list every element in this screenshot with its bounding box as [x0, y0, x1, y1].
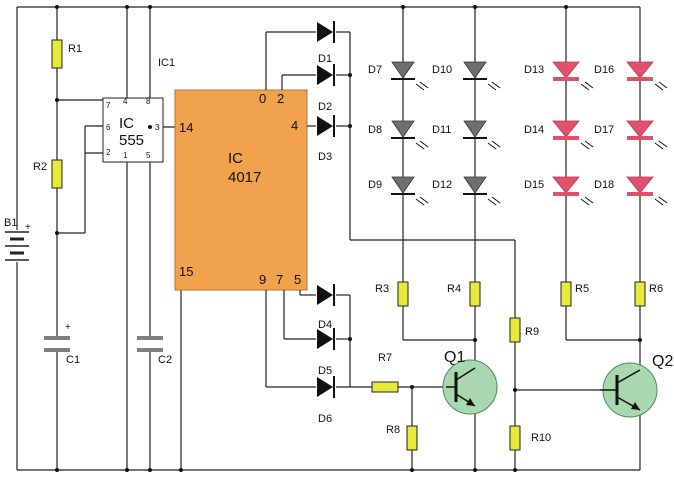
- r10-label: R10: [531, 432, 551, 444]
- resistor-r1: R1: [51, 39, 82, 69]
- ic555-pin8: 8: [146, 97, 151, 106]
- ic4017-pin7: 7: [276, 272, 283, 287]
- diode-d3: [317, 115, 335, 137]
- resistor-r10: R10: [509, 425, 551, 451]
- ic4017-pin14: 14: [179, 120, 193, 135]
- ic4017-title-line2: 4017: [228, 169, 261, 186]
- d8-label: D8: [368, 124, 382, 136]
- ic555-pin1: 1: [123, 151, 128, 160]
- led-d9: [391, 176, 429, 206]
- d9-label: D9: [368, 179, 382, 191]
- led-d18: [626, 176, 668, 206]
- capacitor-c2: C2: [137, 336, 172, 366]
- ic555-pin3: 3: [155, 123, 160, 132]
- d2-label: D2: [318, 101, 332, 113]
- diode-d4: [317, 284, 335, 306]
- transistor-q2: Q2: [600, 353, 673, 418]
- ic1-label: IC1: [158, 57, 175, 69]
- diode-wiring: [265, 31, 600, 470]
- r1-label: R1: [68, 43, 82, 55]
- transistor-q1: Q1: [442, 349, 498, 415]
- d18-label: D18: [594, 179, 614, 191]
- d6-label: D6: [318, 413, 332, 425]
- led-d10: [463, 61, 501, 91]
- d13-label: D13: [524, 64, 544, 76]
- resistor-r3: R3: [375, 281, 409, 307]
- ic4017-pin15: 15: [179, 264, 193, 279]
- battery-plus-sign: +: [25, 222, 31, 233]
- led-d17: [626, 120, 668, 150]
- r5-label: R5: [575, 283, 589, 295]
- diode-d1: [317, 21, 335, 43]
- r3-label: R3: [375, 283, 389, 295]
- d10-label: D10: [432, 64, 452, 76]
- r6-label: R6: [649, 283, 663, 295]
- resistor-r7: R7: [371, 352, 399, 393]
- diode-d5: [317, 328, 335, 350]
- d14-label: D14: [524, 124, 544, 136]
- ic-555: IC 555 7 4 8 6 3 2 1 5 IC1: [102, 57, 175, 163]
- resistor-r2: R2: [33, 159, 63, 189]
- ic4017-pin4: 4: [291, 118, 298, 133]
- ic555-pin2: 2: [106, 148, 111, 157]
- ic4017-pin9: 9: [259, 272, 266, 287]
- c1-label: C1: [66, 354, 80, 366]
- ic555-title-line1: IC: [119, 115, 134, 132]
- resistor-r4: R4: [447, 281, 481, 307]
- led-d7: [391, 61, 429, 91]
- junction-dots: [55, 5, 642, 472]
- battery-label: B1: [4, 217, 17, 229]
- led-column-wiring: [402, 7, 641, 470]
- c2-label: C2: [158, 354, 172, 366]
- r2-label: R2: [33, 161, 47, 173]
- d11-label: D11: [432, 124, 451, 136]
- d4-label: D4: [318, 319, 332, 331]
- led-d14: [552, 120, 594, 150]
- led-d12: [463, 176, 501, 206]
- battery-b1: B1 +: [4, 217, 31, 261]
- resistor-r8: R8: [386, 424, 418, 451]
- ic4017-pin2: 2: [277, 91, 284, 106]
- d15-label: D15: [524, 179, 544, 191]
- resistor-r6: R6: [634, 281, 663, 307]
- r8-label: R8: [386, 424, 400, 436]
- d7-label: D7: [368, 64, 382, 76]
- ic4017-pin5: 5: [294, 272, 301, 287]
- resistor-r5: R5: [560, 281, 589, 307]
- ic555-pin5: 5: [146, 151, 151, 160]
- r7-label: R7: [378, 352, 392, 364]
- resistor-r9: R9: [509, 317, 539, 343]
- q2-label: Q2: [652, 353, 673, 370]
- c1-plus-sign: +: [65, 322, 71, 333]
- d3-label: D3: [318, 151, 332, 163]
- d12-label: D12: [432, 179, 452, 191]
- capacitor-c1: + C1: [44, 322, 80, 366]
- ic555-pin6: 6: [106, 123, 111, 132]
- ic555-title-line2: 555: [119, 132, 144, 149]
- ic4017-title-line1: IC: [228, 150, 243, 167]
- ic555-pin7: 7: [106, 101, 111, 110]
- q1-label: Q1: [444, 349, 465, 366]
- led-d11: [463, 120, 501, 150]
- r9-label: R9: [525, 326, 539, 338]
- diode-d6: [317, 376, 335, 398]
- led-d15: [552, 176, 594, 206]
- led-d8: [391, 120, 429, 150]
- led-d16: [626, 61, 668, 91]
- d17-label: D17: [594, 124, 614, 136]
- r4-label: R4: [447, 283, 461, 295]
- ic-4017: IC 4017 14 15 0 2 4 9 7 5: [174, 89, 308, 291]
- led-d13: [552, 61, 594, 91]
- ic555-pin4: 4: [123, 97, 128, 106]
- d5-label: D5: [318, 365, 332, 377]
- diode-d2: [317, 64, 335, 86]
- ic4017-pin0: 0: [259, 91, 266, 106]
- d1-label: D1: [318, 53, 332, 65]
- d16-label: D16: [594, 64, 614, 76]
